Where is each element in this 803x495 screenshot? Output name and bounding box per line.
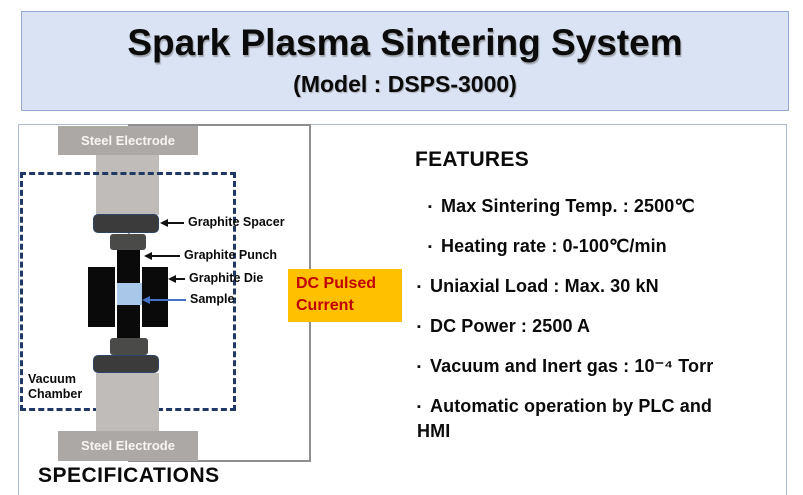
graphite-punch-top (117, 250, 140, 284)
graphite-spacer-label: Graphite Spacer (188, 215, 285, 229)
feature-item-dc-power: ▪DC Power : 2500 A (417, 316, 591, 336)
bullet-icon: ▪ (417, 361, 421, 373)
features-heading: FEATURES (415, 148, 530, 171)
feature-item-heating-rate: ▪Heating rate : 0-100℃/min (428, 236, 667, 256)
feature-item-uniaxial-load: ▪Uniaxial Load : Max. 30 kN (417, 276, 659, 296)
bullet-icon: ▪ (417, 321, 421, 333)
sample-block (117, 283, 142, 305)
graphite-spacer-small-top (110, 234, 146, 250)
punch-arrow-icon (144, 252, 180, 260)
graphite-punch-bottom (117, 305, 140, 339)
bullet-icon: ▪ (417, 281, 421, 293)
steel-electrode-top: Steel Electrode (58, 126, 198, 155)
specifications-heading: SPECIFICATIONS (38, 464, 220, 487)
graphite-die-label: Graphite Die (189, 271, 264, 285)
die-arrow-icon (168, 275, 185, 283)
spacer-arrow-icon (160, 219, 184, 227)
graphite-spacer-top (93, 214, 159, 233)
dc-pulsed-current-box: DC Pulsed Current (288, 269, 402, 322)
sample-arrow-icon (142, 296, 186, 304)
bullet-icon: ▪ (428, 201, 432, 213)
feature-item-vacuum: ▪Vacuum and Inert gas : 10⁻⁴ Torr (417, 356, 714, 376)
electrode-column-bottom (96, 373, 159, 431)
feature-item-max-temp: ▪Max Sintering Temp. : 2500℃ (428, 196, 695, 216)
bullet-icon: ▪ (428, 241, 432, 253)
title-box: Spark Plasma Sintering System (Model : D… (21, 11, 789, 111)
graphite-punch-label: Graphite Punch (184, 248, 278, 262)
steel-electrode-bottom: Steel Electrode (58, 431, 198, 461)
graphite-die-left (88, 267, 115, 327)
graphite-spacer-small-bottom (110, 338, 148, 355)
page-title: Spark Plasma Sintering System (127, 22, 683, 63)
bullet-icon: ▪ (417, 401, 421, 413)
vacuum-chamber-label: Vacuum Chamber (28, 372, 83, 401)
features-section: FEATURES ▪Max Sintering Temp. : 2500℃ ▪H… (403, 148, 787, 458)
graphite-spacer-bottom (93, 355, 159, 373)
model-subtitle: (Model : DSPS-3000) (293, 71, 517, 97)
electrode-column-top (96, 155, 159, 215)
sample-label: Sample (190, 292, 235, 306)
feature-item-automatic: ▪Automatic operation by PLC and HMI (417, 396, 713, 441)
